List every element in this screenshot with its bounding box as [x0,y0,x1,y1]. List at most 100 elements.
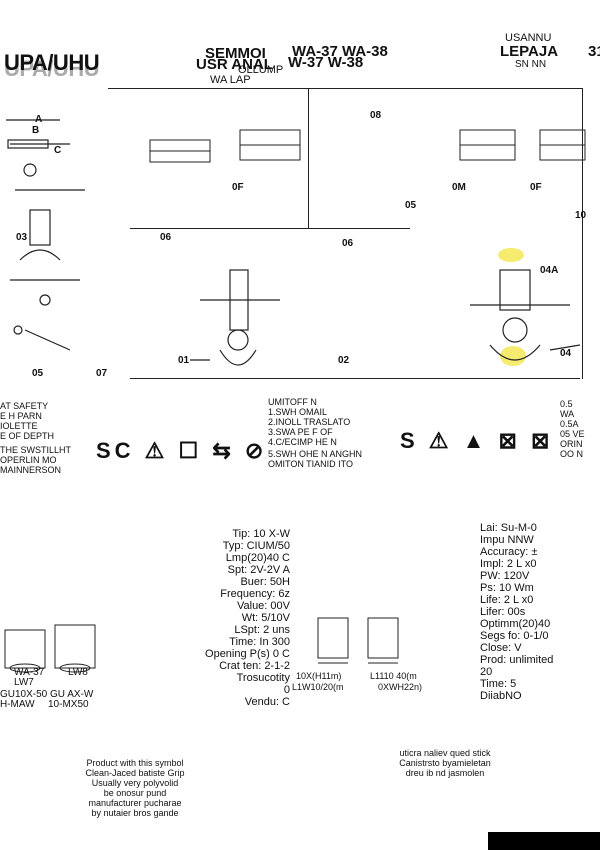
spec-right-line: Life: 2 L x0 [480,594,534,606]
spec-right-line: Segs fo: 0-1/0 [480,630,549,642]
footer-left: Product with this symbol Clean-Jaced bat… [60,758,210,818]
spec-right-line: DiiabNO [480,690,522,702]
spec-right-line: Impu NNW [480,534,534,546]
spec-left-line: Time: In 300 [229,636,290,648]
spec-left-line: Lmp(20)40 C [225,552,290,564]
spec-left-line: Buer: 50H [240,576,290,588]
lamp-box-sub: GU AX-W [50,689,94,700]
dim-label: L1110 40(m [370,671,417,681]
label-1f: 0F [530,182,542,193]
note-right-line: 05 VE [560,429,585,439]
left-code: UPA/UHU [4,50,100,75]
label-07: 07 [96,368,108,379]
label-0f: 0F [232,182,244,193]
label-0m: 0M [452,182,466,193]
note-center-line: 3.SWA PE F OF [268,427,333,437]
spec-right-line: PW: 120V [480,570,530,582]
label-06: 06 [160,232,172,243]
footer-right: uticra naliev qued stick Canistrsto byam… [370,748,520,778]
model-title-2: W-37 W-38 [288,54,364,71]
label-01: 01 [178,355,190,366]
note-left-line: OPERLIN MO [0,455,57,465]
left-code-shadow: UPA/UHU [4,56,100,81]
note-center-line: 2.INOLL TRASLATO [268,417,351,427]
label-03: 03 [16,232,28,243]
footer-left-line: by nutaier bros gande [91,808,179,818]
center-sub-1: OLLUMP [238,64,284,76]
dimension-drawing [317,617,399,664]
right-sub: USANNU [505,32,552,44]
spec-right-line: Impl: 2 L x0 [480,558,537,570]
spec-right-line: 20 [480,666,493,678]
spec-left-line: Crat ten: 2-1-2 [219,660,290,672]
spec-left-line: Tip: 10 X-W [232,528,290,540]
spec-left-line: Wt: 5/10V [241,612,290,624]
lamp-box-sub: 10-MX50 [48,699,89,710]
lamp-box-label: GU10X-50 [0,689,48,700]
spec-right-line: Prod: unlimited [480,654,554,666]
dim-label: L1W10/20(m [292,682,344,692]
note-left-line: E OF DEPTH [0,431,55,441]
note-center-line: 5.SWH OHE N ANGHN [268,449,363,459]
note-right-line: ORIN [560,439,583,449]
center-title-1: SEMMOI [205,45,266,62]
label-04: 04 [560,348,572,359]
note-left-line: MAINNERSON [0,465,62,475]
note-left-line: THE SWSTILLHT [0,445,72,455]
note-center-line: 4.C/ECIMP HE N [268,437,337,447]
diagram-baseline [130,378,580,379]
spec-right-line: Lai: Su-M-0 [480,522,537,534]
spec-left-line: Frequency: 6z [220,588,290,600]
footer-left-line: Clean-Jaced batiste Grip [85,768,185,778]
diagram-frame-left [108,88,309,229]
spec-left-line: Spt: 2V-2V A [227,564,290,576]
lamp-box-sub: LW8 [68,667,88,678]
lamp-box-label: H-MAW [0,699,35,710]
note-center-line: OMITON TIANID ITO [268,459,354,469]
note-right-line: 0.5 [560,399,573,409]
label-a: A [35,114,43,125]
spec-right-line: Time: 5 [480,678,517,690]
luminaire-middle [190,269,280,366]
right-edge-code: 31 [588,43,600,60]
highlight-top [498,248,524,262]
specs-left: Tip: 10 X-W Typ: CIUM/50 Lmp(20)40 C Spt… [170,528,290,708]
spec-left-line: Opening P(s) 0 C [205,648,290,660]
footer-black-bar [488,832,600,850]
label-b: B [32,125,40,136]
note-left-line: E H PARN [0,411,42,421]
spec-right-line: Accuracy: ± [480,546,538,558]
lamp-boxes-left [4,624,96,673]
footer-right-line: dreu ib nd jasmolen [405,768,485,778]
note-right-line: WA [560,409,575,419]
footer-left-line: Product with this symbol [86,758,184,768]
model-title-1: WA-37 WA-38 [292,43,388,60]
spec-right-line: Optimm(20)40 [480,618,551,630]
footer-right-line: Canistrsto byamieletan [399,758,491,768]
label-10: 10 [575,210,587,221]
label-02: 02 [338,355,350,366]
label-04a: 04A [540,265,559,276]
spec-right-line: Lifer: 00s [480,606,526,618]
spec-left-line: Vendu: C [244,696,290,708]
label-c: C [54,145,62,156]
label-05: 05 [32,368,44,379]
spec-left-line: Trosucotity [236,672,290,684]
lamp-box-label: LW7 [14,677,34,688]
diagram-divider [130,228,410,229]
center-sub-2: WA LAP [210,74,251,86]
note-left-line: AT SAFETY [0,401,49,411]
spec-left-line: 0 [283,684,290,696]
parts-cluster-left [6,119,85,351]
footer-left-line: manufacturer pucharae [88,798,182,808]
label-06b: 06 [342,238,354,249]
center-title-2: USR ANAL [196,56,273,73]
lamp-box-label: WA-37 [14,667,45,678]
footer-left-line: Usually very polyvolid [91,778,179,788]
footer-right-line: uticra naliev qued stick [399,748,491,758]
label-05b: 05 [405,200,417,211]
cert-marks-left: SC ⚠ ☐ ⇆ ⊘ [96,438,268,463]
spec-left-line: Value: 00V [236,600,290,612]
note-right-line: OO N [560,449,584,459]
dim-label: 0XWH22n) [378,682,423,692]
